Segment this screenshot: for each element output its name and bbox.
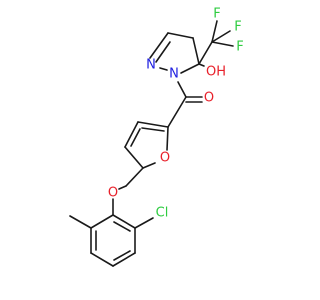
atom-f2: F (234, 20, 241, 35)
bond-c5-cf3 (198, 41, 213, 65)
atom-o-furan: O (160, 151, 170, 166)
bond-cf3-f1 (211, 20, 218, 43)
bond-c3-c4 (167, 32, 194, 39)
bond-n1-n2 (159, 67, 168, 71)
bond-furan-c5-o (142, 162, 156, 169)
bond-furan-c3-c4 (124, 121, 139, 148)
bond-furan-c4-c5 (124, 146, 144, 169)
bond-ar-inner-2 (113, 250, 131, 261)
bonds (69, 20, 234, 267)
bond-furan-c3-c4-inner (130, 128, 141, 147)
bond-furan-c2-c3 (137, 121, 169, 128)
atom-labels: F F F OH N N O O O Cl (108, 7, 244, 221)
bond-ar-c1-c2 (112, 214, 136, 229)
atom-cl: Cl (156, 206, 169, 221)
bond-c5-n1 (180, 63, 200, 74)
atom-n1: N (169, 67, 179, 82)
bond-furan-c2-c3-inner (141, 127, 165, 132)
atom-f1: F (213, 7, 220, 22)
bond-ar-c6-c1 (90, 214, 114, 229)
bond-ch2-oether (118, 185, 127, 190)
atom-oh: OH (206, 65, 226, 80)
bond-c5-oh (198, 63, 205, 67)
atom-o-ether: O (108, 186, 118, 201)
atom-f3: F (236, 40, 243, 55)
molecule-structure-diagram: F F F OH N N O O O Cl (69, 7, 244, 267)
bond-n2-c3-double (155, 41, 171, 63)
bond-ar-c4-c5 (90, 252, 114, 267)
bond-ar-cl (134, 217, 154, 229)
bond-furan-ch2 (125, 167, 144, 187)
bond-ar-c3-c4 (112, 252, 136, 267)
bond-cf3-f2 (211, 30, 231, 43)
bond-cf3-f3 (211, 41, 234, 47)
bond-ar-inner-1 (113, 221, 131, 232)
bond-carbonyl-furan (167, 96, 187, 128)
bond-n1-carbonyl (177, 81, 187, 98)
bond-n2-c3 (149, 32, 169, 59)
bond-furan-o-c2 (166, 126, 169, 151)
bond-c4-c5 (192, 37, 200, 65)
atom-o-carbonyl: O (204, 91, 214, 106)
atom-n2: N (146, 58, 156, 73)
bond-ar-methyl (69, 215, 92, 229)
